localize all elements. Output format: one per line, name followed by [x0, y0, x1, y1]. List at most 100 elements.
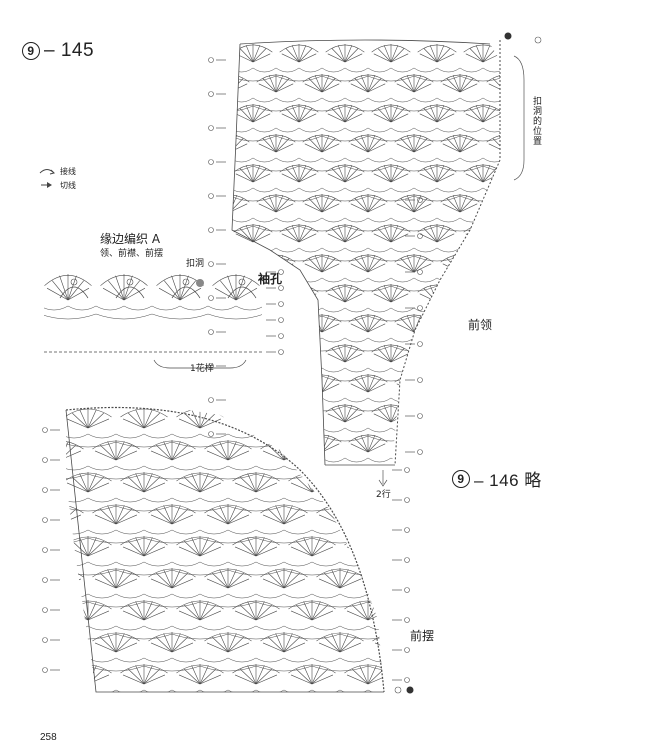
chain-loop [344, 397, 392, 403]
chain-loop [283, 689, 341, 692]
row-arrow [405, 197, 423, 203]
chain-loop [275, 135, 323, 142]
chain-loop [232, 337, 254, 343]
row-arrow [266, 285, 284, 291]
chain-loop [482, 105, 500, 112]
shell-stitch [92, 568, 140, 589]
chain-loop [253, 466, 299, 471]
chain-loop [344, 225, 392, 232]
chain-loop [344, 97, 392, 103]
row-arrow [208, 57, 226, 63]
shell-stitch [463, 224, 500, 243]
shell-stitch [440, 74, 480, 93]
chain-loop [390, 277, 438, 283]
shell-stitch [371, 164, 411, 183]
shell-stitch [156, 274, 204, 301]
chain-loop [232, 195, 277, 202]
chain-loop [339, 569, 384, 576]
chain-loop [232, 457, 254, 463]
chain-loop [199, 529, 257, 535]
shell-stitch [279, 404, 319, 423]
chain-loop [367, 307, 415, 313]
chain-loop [390, 397, 438, 403]
chain-loop [321, 195, 369, 202]
shell-stitch [417, 104, 457, 123]
shell-stitch [204, 632, 252, 653]
chain-loop [232, 397, 254, 403]
shell-stitch [325, 404, 365, 423]
chain-loop [413, 435, 461, 442]
chain-loop [143, 537, 201, 544]
chain-loop [151, 305, 209, 311]
chain-loop [413, 67, 461, 73]
chain-loop [459, 135, 500, 142]
chain-loop [199, 473, 257, 480]
armhole-label: 袖孔 [258, 272, 283, 286]
shell-stitch [268, 274, 315, 300]
shell-stitch [148, 440, 196, 461]
chain-loop [311, 473, 369, 480]
chain-loop [390, 217, 438, 223]
chain-loop [321, 427, 369, 433]
shell-stitch [120, 536, 168, 557]
shell-stitch [232, 664, 280, 685]
figure-title-text: – 145 [44, 40, 95, 61]
shell-stitch [176, 472, 224, 493]
chain-loop [459, 75, 500, 82]
shell-stitch [100, 274, 148, 301]
row-arrow [42, 667, 60, 673]
chain-loop [459, 315, 500, 322]
shell-stitch [256, 374, 296, 393]
shell-stitch [371, 284, 411, 303]
chain-loop [413, 307, 461, 313]
shell-stitch [233, 284, 273, 303]
chain-loop [483, 466, 529, 471]
chain-loop [367, 135, 415, 142]
chain-loop [413, 195, 461, 202]
page-number: 258 [40, 732, 57, 743]
shell-stitch [394, 134, 434, 153]
shell-stitch [348, 374, 388, 393]
chain-loop [228, 698, 284, 703]
shell-stitch [233, 104, 273, 123]
shell-stitch [232, 600, 280, 621]
chain-loop [232, 165, 254, 172]
shell-stitch [394, 314, 434, 333]
shell-stitch [279, 44, 319, 63]
chain-loop [66, 497, 117, 503]
chain-loop [506, 68, 552, 72]
chain-loop [199, 601, 257, 608]
chain-loop [283, 625, 341, 631]
chain-loop [390, 457, 438, 463]
chain-loop [227, 633, 285, 640]
chain-loop [506, 188, 552, 192]
shell-stitch [256, 434, 296, 453]
chain-loop [255, 593, 313, 599]
shell-stitch [302, 254, 342, 273]
chain-loop [44, 305, 97, 311]
chain-loop [506, 256, 552, 261]
shell-stitch [394, 434, 434, 453]
edging-picot [227, 286, 257, 299]
chain-loop [321, 75, 369, 82]
chain-loop [339, 625, 384, 631]
chain-loop [143, 473, 201, 480]
shell-stitch [463, 44, 500, 63]
shell-stitch [232, 472, 280, 493]
chain-loop [311, 593, 369, 599]
chain-loop [390, 285, 438, 292]
chain-loop [436, 97, 484, 103]
shell-stitch [463, 104, 500, 123]
shell-stitch [212, 274, 260, 301]
chain-loop [339, 505, 384, 512]
edging-picot-loop [126, 278, 134, 286]
shell-stitch [371, 104, 411, 123]
end-dot [406, 686, 414, 694]
chain-loop [252, 157, 300, 163]
edging-subtitle: 领、前襟、前摆 [100, 249, 164, 259]
chain-loop [275, 67, 323, 73]
shell-stitch [325, 284, 365, 303]
shell-stitch [510, 404, 549, 422]
chain-loop [482, 345, 500, 352]
chain-loop [171, 625, 229, 631]
